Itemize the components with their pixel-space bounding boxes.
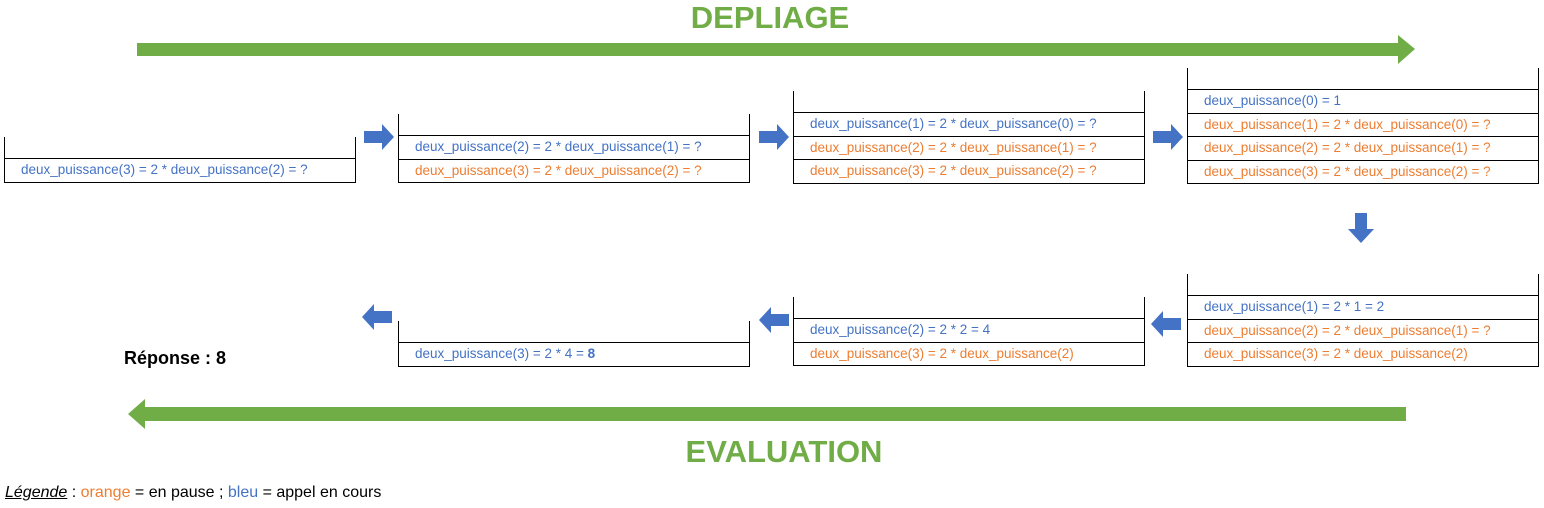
stack-row: deux_puissance(3) = 2 * 4 = 8	[398, 343, 750, 367]
stack-row: deux_puissance(2) = 2 * deux_puissance(1…	[1187, 137, 1539, 161]
stack-empty-slot	[4, 137, 356, 159]
stack-empty-slot	[398, 321, 750, 343]
left-arrow-icon	[759, 307, 789, 333]
stack-empty-slot	[793, 297, 1145, 319]
stack-row: deux_puissance(1) = 2 * deux_puissance(0…	[793, 113, 1145, 137]
stack-empty-slot	[1187, 68, 1539, 90]
stack-row: deux_puissance(1) = 2 * 1 = 2	[1187, 296, 1539, 320]
stack-row-text: deux_puissance(3) = 2 * 4 =	[415, 346, 588, 361]
legend-title: Légende	[5, 484, 68, 501]
stack-row: deux_puissance(3) = 2 * deux_puissance(2…	[793, 342, 1145, 366]
legend-orange-desc: = en pause ;	[130, 484, 228, 501]
stack-row: deux_puissance(2) = 2 * deux_puissance(1…	[398, 136, 750, 160]
evaluation-arrow	[128, 399, 1406, 429]
stack-empty-slot	[398, 114, 750, 136]
stack-row: deux_puissance(3) = 2 * deux_puissance(2…	[4, 159, 356, 183]
legend-blue-desc: = appel en cours	[258, 484, 382, 501]
stack-row: deux_puissance(3) = 2 * deux_puissance(2…	[1187, 160, 1539, 184]
right-arrow-icon	[364, 124, 394, 150]
down-arrow-icon	[1348, 213, 1374, 243]
stack-eval-1: deux_puissance(1) = 2 * 1 = 2 deux_puiss…	[1187, 274, 1539, 367]
legend-separator: :	[67, 484, 81, 501]
stack-row: deux_puissance(2) = 2 * 2 = 4	[793, 319, 1145, 343]
title-depliage: DEPLIAGE	[690, 0, 850, 35]
stack-empty-slot	[793, 91, 1145, 113]
stack-eval-3: deux_puissance(3) = 2 * 4 = 8	[398, 321, 750, 367]
answer-label: Réponse : 8	[124, 348, 227, 368]
stack-row: deux_puissance(3) = 2 * deux_puissance(2…	[1187, 343, 1539, 367]
legend: Légende : orange = en pause ; bleu = app…	[5, 484, 381, 502]
stack-unfold-4: deux_puissance(0) = 1 deux_puissance(1) …	[1187, 68, 1539, 184]
depliage-arrow	[137, 35, 1415, 64]
left-arrow-icon	[1151, 311, 1181, 337]
stack-unfold-3: deux_puissance(1) = 2 * deux_puissance(0…	[793, 91, 1145, 184]
stack-row: deux_puissance(2) = 2 * deux_puissance(1…	[1187, 319, 1539, 343]
legend-blue-word: bleu	[227, 484, 259, 501]
stack-row: deux_puissance(3) = 2 * deux_puissance(2…	[398, 159, 750, 183]
legend-orange-word: orange	[80, 484, 131, 501]
stack-empty-slot	[1187, 274, 1539, 296]
stack-row: deux_puissance(2) = 2 * deux_puissance(1…	[793, 136, 1145, 160]
stack-row: deux_puissance(1) = 2 * deux_puissance(0…	[1187, 113, 1539, 137]
right-arrow-icon	[1153, 124, 1183, 150]
right-arrow-icon	[759, 124, 789, 150]
stack-eval-2: deux_puissance(2) = 2 * 2 = 4 deux_puiss…	[793, 297, 1145, 366]
final-value: 8	[587, 346, 596, 361]
stack-row: deux_puissance(0) = 1	[1187, 90, 1539, 114]
left-arrow-icon	[362, 304, 392, 330]
stack-unfold-2: deux_puissance(2) = 2 * deux_puissance(1…	[398, 114, 750, 183]
title-evaluation: EVALUATION	[685, 434, 883, 469]
stack-unfold-1: deux_puissance(3) = 2 * deux_puissance(2…	[4, 137, 356, 183]
stack-row: deux_puissance(3) = 2 * deux_puissance(2…	[793, 160, 1145, 184]
